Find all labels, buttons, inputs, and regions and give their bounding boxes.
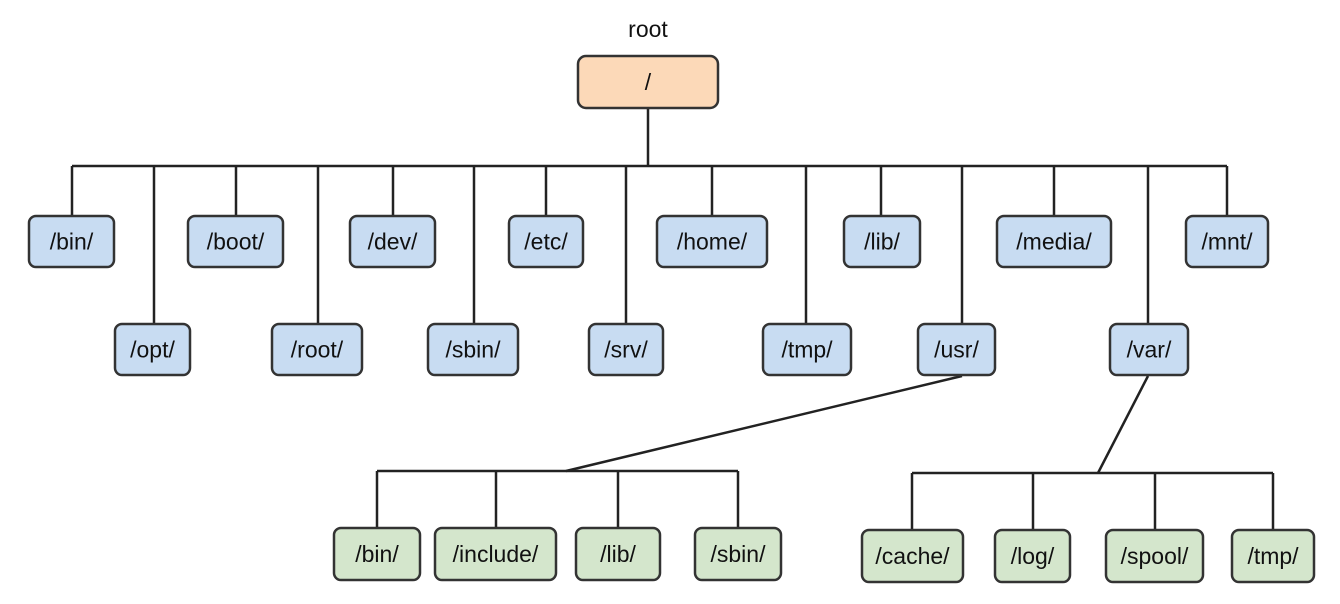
root-caption: root bbox=[628, 16, 668, 42]
node-usr-sbin-label: /sbin/ bbox=[711, 541, 767, 567]
node-sbin-label: /sbin/ bbox=[446, 337, 502, 363]
node-tmp-label: /tmp/ bbox=[781, 337, 833, 363]
node-var-spool[interactable]: /spool/ bbox=[1104, 528, 1205, 584]
node-root-dir-label: /root/ bbox=[291, 337, 344, 363]
node-boot[interactable]: /boot/ bbox=[186, 214, 285, 269]
node-dev[interactable]: /dev/ bbox=[348, 214, 437, 269]
node-opt-label: /opt/ bbox=[130, 337, 175, 363]
node-media[interactable]: /media/ bbox=[995, 214, 1113, 269]
node-var-spool-label: /spool/ bbox=[1121, 543, 1189, 569]
node-var-cache[interactable]: /cache/ bbox=[860, 528, 965, 584]
node-lib-label: /lib/ bbox=[864, 229, 900, 255]
node-usr-lib[interactable]: /lib/ bbox=[574, 526, 662, 582]
node-root-dir[interactable]: /root/ bbox=[270, 322, 364, 377]
node-usr-label: /usr/ bbox=[934, 337, 979, 363]
node-srv[interactable]: /srv/ bbox=[587, 322, 665, 377]
node-usr-include[interactable]: /include/ bbox=[433, 526, 558, 582]
node-tmp[interactable]: /tmp/ bbox=[761, 322, 853, 377]
node-boot-label: /boot/ bbox=[207, 229, 265, 255]
node-home[interactable]: /home/ bbox=[655, 214, 769, 269]
node-mnt-label: /mnt/ bbox=[1201, 229, 1253, 255]
tree-connectors bbox=[70, 108, 1275, 530]
node-root[interactable]: / bbox=[576, 54, 720, 110]
node-var-tmp-label: /tmp/ bbox=[1247, 543, 1299, 569]
node-var-tmp[interactable]: /tmp/ bbox=[1230, 528, 1316, 584]
node-usr-include-label: /include/ bbox=[453, 541, 539, 567]
node-etc-label: /etc/ bbox=[524, 229, 568, 255]
node-srv-label: /srv/ bbox=[604, 337, 648, 363]
node-root-label: / bbox=[645, 69, 652, 95]
node-bin-label: /bin/ bbox=[50, 229, 94, 255]
node-media-label: /media/ bbox=[1016, 229, 1092, 255]
node-etc[interactable]: /etc/ bbox=[507, 214, 585, 269]
node-root-box bbox=[576, 54, 720, 110]
node-dev-label: /dev/ bbox=[368, 229, 418, 255]
node-sbin[interactable]: /sbin/ bbox=[426, 322, 520, 377]
node-usr-lib-label: /lib/ bbox=[600, 541, 636, 567]
node-usr-bin-label: /bin/ bbox=[355, 541, 399, 567]
node-var-cache-label: /cache/ bbox=[875, 543, 950, 569]
node-var-label: /var/ bbox=[1127, 337, 1172, 363]
node-var-log-label: /log/ bbox=[1011, 543, 1055, 569]
node-var-log[interactable]: /log/ bbox=[993, 528, 1072, 584]
usr-diagonal bbox=[565, 374, 963, 473]
node-usr-sbin[interactable]: /sbin/ bbox=[693, 526, 783, 582]
node-usr-bin[interactable]: /bin/ bbox=[332, 526, 422, 582]
node-usr[interactable]: /usr/ bbox=[916, 322, 997, 377]
node-home-label: /home/ bbox=[677, 229, 748, 255]
node-mnt[interactable]: /mnt/ bbox=[1184, 214, 1270, 269]
node-lib[interactable]: /lib/ bbox=[842, 214, 922, 269]
var-diagonal bbox=[1096, 375, 1150, 474]
node-opt[interactable]: /opt/ bbox=[113, 322, 192, 377]
node-bin[interactable]: /bin/ bbox=[27, 214, 116, 269]
node-var[interactable]: /var/ bbox=[1108, 322, 1190, 377]
